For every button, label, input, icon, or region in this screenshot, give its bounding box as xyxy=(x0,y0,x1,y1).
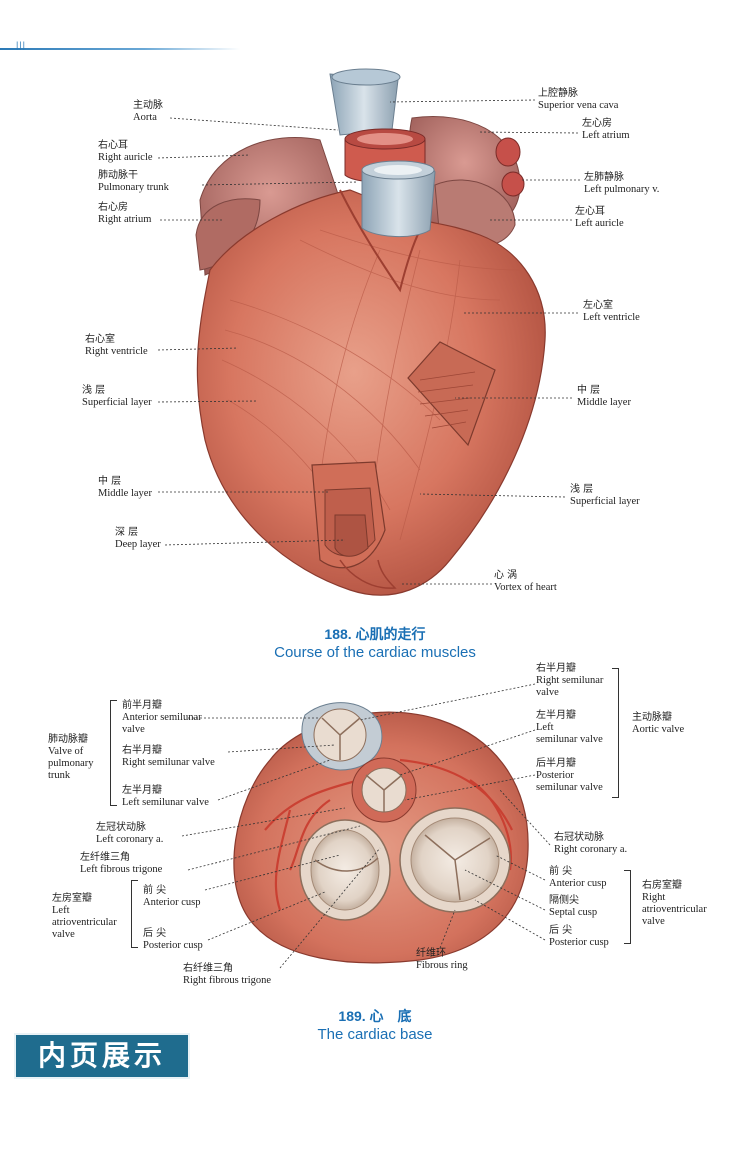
header-mark: ||| xyxy=(16,40,27,50)
header-line xyxy=(0,48,240,50)
mitral-brace xyxy=(131,880,138,948)
tricuspid-brace xyxy=(624,870,631,944)
label-anterior-semilunar: 前半月瓣 Anterior semilunar valve xyxy=(122,700,202,735)
header-rule: ||| xyxy=(0,40,240,50)
inner-page-banner: 内页展示 xyxy=(14,1033,190,1079)
label-svc: 上腔静脉 Superior vena cava xyxy=(538,88,619,111)
figure189-number: 189. 心 底 xyxy=(338,1008,412,1024)
label-left-auricle: 左心耳 Left auricle xyxy=(575,206,624,229)
label-posterior-cusp-left: 后 尖 Posterior cusp xyxy=(143,928,203,951)
label-right-semilunar-pulmonary: 右半月瓣 Right semilunar valve xyxy=(122,745,215,768)
label-left-coronary: 左冠状动脉 Left coronary a. xyxy=(96,822,164,845)
label-right-ventricle: 右心室 Right ventricle xyxy=(85,334,148,357)
label-middle-layer-right: 中 层 Middle layer xyxy=(577,385,631,408)
label-left-semilunar-pulmonary: 左半月瓣 Left semilunar valve xyxy=(122,785,209,808)
label-posterior-semilunar: 后半月瓣 Posterior semilunar valve xyxy=(536,758,603,793)
label-vortex: 心 涡 Vortex of heart xyxy=(494,570,557,593)
label-left-atrium: 左心房 Left atrium xyxy=(582,118,630,141)
label-right-fibrous-trigone: 右纤维三角 Right fibrous trigone xyxy=(183,963,272,986)
label-mitral-group: 左房室瓣 Left atrioventricular valve xyxy=(52,893,117,940)
label-left-semilunar-aortic: 左半月瓣 Left semilunar valve xyxy=(536,710,603,745)
label-right-coronary: 右冠状动脉 Right coronary a. xyxy=(554,832,628,855)
pulmonary-valve-brace xyxy=(110,700,117,806)
label-tricuspid-group: 右房室瓣 Right atrioventricular valve xyxy=(642,880,707,927)
aortic-valve-brace xyxy=(612,668,619,798)
label-pulmonary-valve-group: 肺动脉瓣 Valve of pulmonary trunk xyxy=(48,734,94,781)
label-superficial-layer-right: 浅 层 Superficial layer xyxy=(570,484,640,507)
label-left-fibrous-trigone: 左纤维三角 Left fibrous trigone xyxy=(80,852,163,875)
label-superficial-layer-left: 浅 层 Superficial layer xyxy=(82,385,152,408)
label-fibrous-ring: 纤维环 Fibrous ring xyxy=(416,948,468,971)
label-right-auricle: 右心耳 Right auricle xyxy=(98,140,153,163)
figure188-title: Course of the cardiac muscles xyxy=(274,644,476,661)
figure189-title: The cardiac base xyxy=(317,1026,433,1043)
label-deep-layer: 深 层 Deep layer xyxy=(115,527,161,550)
label-pulmonary-trunk: 肺动脉干 Pulmonary trunk xyxy=(98,170,169,193)
figure188-number: 188. 心肌的走行 xyxy=(324,626,426,642)
label-middle-layer-left: 中 层 Middle layer xyxy=(98,476,152,499)
label-anterior-cusp-left: 前 尖 Anterior cusp xyxy=(143,885,201,908)
heart-figure xyxy=(157,68,580,596)
label-septal-cusp: 隔侧尖 Septal cusp xyxy=(549,895,598,918)
label-left-pulmonary-v: 左肺静脉 Left pulmonary v. xyxy=(584,172,660,195)
label-aortic-valve-group: 主动脉瓣 Aortic valve xyxy=(632,712,685,735)
label-posterior-cusp-right: 后 尖 Posterior cusp xyxy=(549,925,609,948)
label-right-semilunar-aortic: 右半月瓣 Right semilunar valve xyxy=(536,663,604,698)
cardiac-base-figure xyxy=(181,683,551,969)
figure188-caption: 188. 心肌的走行 Course of the cardiac muscles xyxy=(0,624,750,661)
label-right-atrium: 右心房 Right atrium xyxy=(98,202,152,225)
label-anterior-cusp-right: 前 尖 Anterior cusp xyxy=(549,866,607,889)
label-left-ventricle: 左心室 Left ventricle xyxy=(583,300,640,323)
label-aorta: 主动脉 Aorta xyxy=(133,100,163,123)
figure189-caption: 189. 心 底 The cardiac base xyxy=(0,1006,750,1043)
